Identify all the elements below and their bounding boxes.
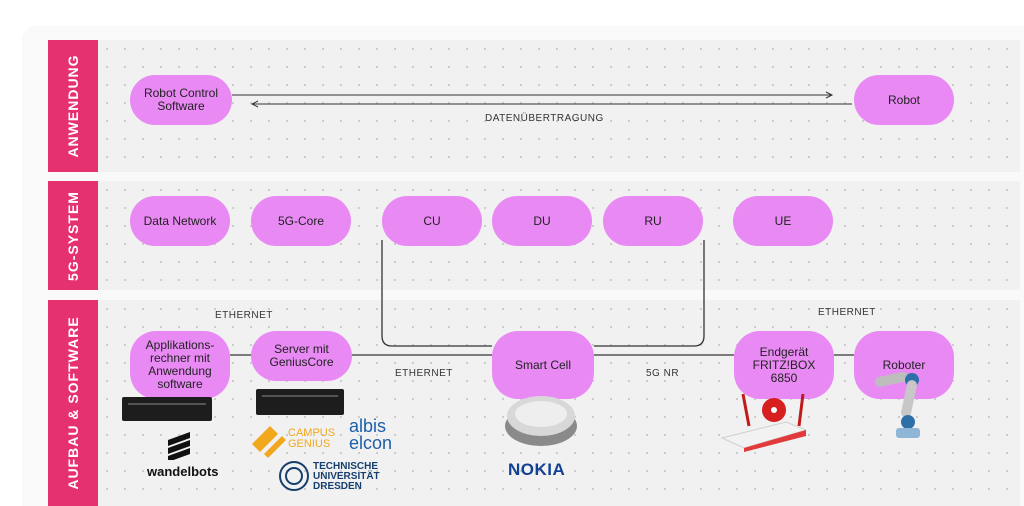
node-robot: Robot bbox=[854, 75, 954, 125]
smart-cell-device-icon bbox=[505, 396, 577, 446]
ethernet-label-3: ETHERNET bbox=[818, 307, 876, 318]
albis-elcon-logo: albis elcon bbox=[349, 416, 393, 453]
band-application-label: ANWENDUNG bbox=[48, 40, 98, 172]
server-rack-icon bbox=[256, 389, 344, 415]
node-robot-control-software: Robot Control Software bbox=[130, 75, 232, 125]
band-setup-label: AUFBAU & SOFTWARE bbox=[48, 300, 98, 506]
band-system-label: 5G-SYSTEM bbox=[48, 181, 98, 290]
node-smart-cell: Smart Cell bbox=[492, 331, 594, 399]
node-roboter: Roboter bbox=[854, 331, 954, 399]
wandelbots-logo-icon bbox=[168, 432, 190, 460]
node-server-geniuscore: Server mit GeniusCore bbox=[251, 331, 352, 381]
link-cu-smartcell bbox=[381, 240, 492, 347]
5g-nr-label: 5G NR bbox=[646, 368, 680, 379]
nokia-logo: NOKIA bbox=[508, 460, 566, 479]
node-endgeraet: Endgerät FRITZ!BOX 6850 bbox=[734, 331, 834, 399]
server-rack-icon bbox=[122, 397, 212, 421]
tu-dresden-seal-icon bbox=[279, 461, 309, 491]
ethernet-label-2: ETHERNET bbox=[395, 368, 453, 379]
node-application-computer: Applikations- rechner mit Anwendung soft… bbox=[130, 331, 230, 399]
node-ue: UE bbox=[733, 196, 833, 246]
arrow-head-left bbox=[250, 100, 259, 108]
node-cu: CU bbox=[382, 196, 482, 246]
node-du: DU bbox=[492, 196, 592, 246]
node-data-network: Data Network bbox=[130, 196, 230, 246]
node-ru: RU bbox=[603, 196, 703, 246]
tu-dresden-logo: TECHNISCHE UNIVERSITÄT DRESDEN bbox=[313, 461, 380, 492]
fritzbox-router-icon bbox=[720, 393, 808, 452]
robot-arm-icon bbox=[874, 371, 920, 438]
campus-genius-logo: CAMPUS GENIUS bbox=[288, 427, 336, 450]
data-transfer-label: DATENÜBERTRAGUNG bbox=[485, 113, 604, 124]
arrow-head-right bbox=[825, 91, 834, 99]
node-5g-core: 5G-Core bbox=[251, 196, 351, 246]
ethernet-label-1: ETHERNET bbox=[215, 310, 273, 321]
wandelbots-logo: wandelbots bbox=[147, 464, 219, 479]
campus-genius-logo-icon bbox=[252, 426, 286, 458]
link-ru-smartcell bbox=[594, 240, 705, 347]
